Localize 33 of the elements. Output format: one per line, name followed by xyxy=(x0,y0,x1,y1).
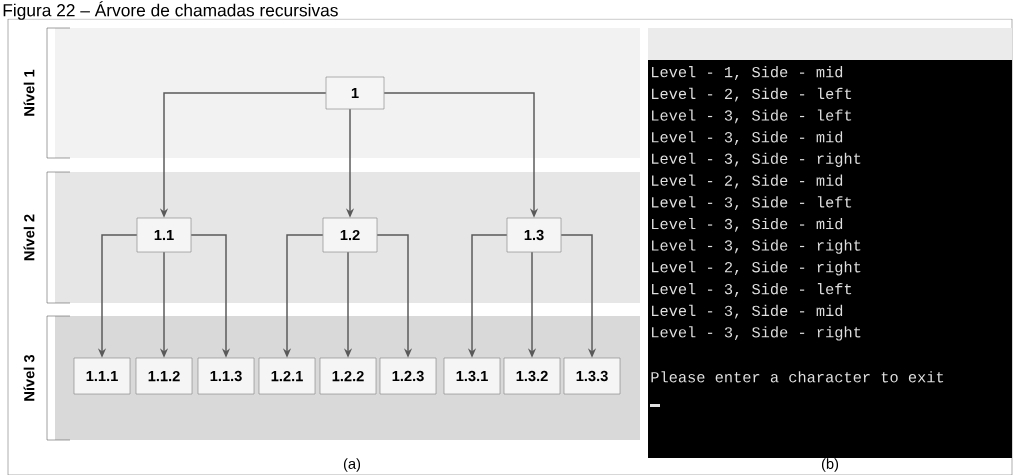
console-line: Level - 2, Side - right xyxy=(652,261,861,276)
panel-caption: (b) xyxy=(821,458,839,472)
console-line: Level - 2, Side - left xyxy=(652,87,852,102)
console-line: Level - 3, Side - left xyxy=(652,109,852,124)
level-label: Nível 2 xyxy=(23,214,35,261)
level-label: Nível 1 xyxy=(23,69,35,116)
console-line: Level - 3, Side - left xyxy=(652,196,852,211)
level-label: Nível 3 xyxy=(23,354,35,401)
tree-node-box: 1.1.2 xyxy=(135,357,193,395)
tree-node-box: 1.2.2 xyxy=(319,357,377,395)
console-line: Level - 2, Side - mid xyxy=(652,174,843,189)
tree-node-box: 1.3.3 xyxy=(563,357,621,395)
console-line: Level - 3, Side - left xyxy=(652,283,852,297)
panel-caption: (a) xyxy=(343,458,361,472)
tree-node-box: 1.3.2 xyxy=(503,357,561,395)
console-line: Level - 3, Side - mid xyxy=(652,304,843,319)
console-line: Level - 1, Side - mid xyxy=(652,66,843,80)
console-line: Level - 3, Side - right xyxy=(652,152,861,167)
tree-node-box: 1.2 xyxy=(322,217,378,253)
tree-node-box: 1.3.1 xyxy=(443,357,501,395)
console-line: Please enter a character to exit xyxy=(651,371,944,383)
tree-node-box: 1.1.3 xyxy=(197,357,255,395)
tree-node-box: 1.2.1 xyxy=(258,357,316,395)
tree-node-box: 1.2.3 xyxy=(379,357,437,395)
tree-node-box: 1.1.1 xyxy=(73,357,131,395)
console-line: Level - 3, Side - mid xyxy=(652,131,843,145)
console-line: Level - 3, Side - right xyxy=(652,239,861,254)
tree-node-box: 1 xyxy=(325,76,385,110)
tree-node-box: 1.3 xyxy=(506,217,562,253)
console-line: Level - 3, Side - right xyxy=(652,326,861,341)
tree-node-box: 1.1 xyxy=(136,217,192,253)
figure-title: Figura 22 – Árvore de chamadas recursivas xyxy=(3,1,338,20)
console-line: Level - 3, Side - mid xyxy=(652,218,843,232)
